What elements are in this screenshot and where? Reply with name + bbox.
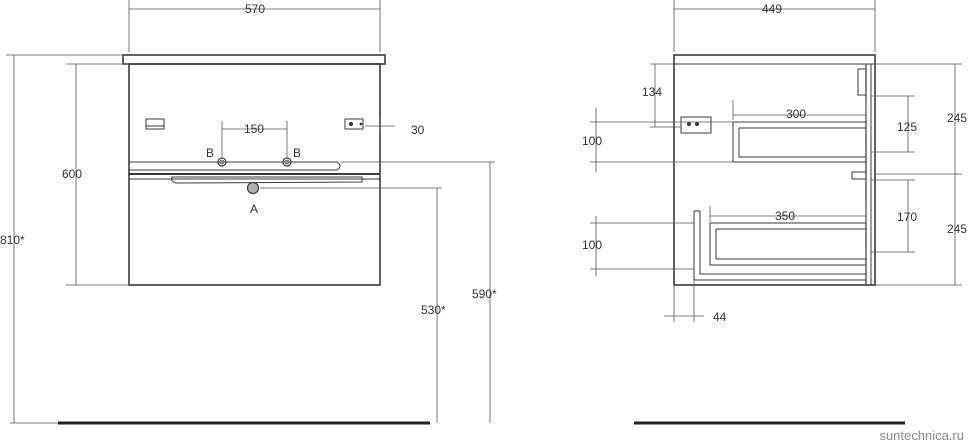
front-bracket-right-dot (348, 121, 354, 127)
label-height-810: 810* (0, 233, 25, 247)
side-cabinet-body (673, 54, 876, 286)
dim-upper-height-125 (871, 95, 915, 153)
side-bracket-dot (686, 121, 692, 127)
label-upper-depth-300: 300 (786, 107, 806, 121)
front-handle-recess (171, 176, 363, 184)
dim-height-530 (260, 187, 442, 423)
front-bracket-right-dot-2 (359, 122, 363, 126)
label-lower-height-170: 170 (897, 210, 917, 224)
dim-lower-gap-100 (590, 216, 694, 276)
label-handle-a: A (250, 202, 258, 216)
label-height-530: 530* (421, 303, 446, 317)
front-hole-b-right-inner (284, 159, 290, 165)
label-offset-30: 30 (411, 123, 425, 137)
side-lower-handle (851, 171, 867, 180)
side-view (590, 0, 962, 425)
side-upper-handle (857, 68, 867, 96)
side-bracket (680, 116, 712, 134)
front-countertop (122, 54, 386, 65)
dim-lower-height-170 (871, 179, 915, 253)
dim-upper-gap-100 (590, 108, 733, 172)
side-lower-drawer-inner (709, 222, 866, 266)
label-lower-gap-100: 100 (582, 238, 602, 252)
dim-height-810 (6, 54, 123, 423)
front-inner-shelf (129, 161, 341, 171)
side-upper-drawer (732, 121, 866, 163)
dim-lower-depth-350 (709, 206, 867, 222)
label-hole-b-right: B (293, 146, 301, 160)
label-bottom-offset-44: 44 (713, 310, 727, 324)
front-bracket-right (344, 118, 364, 130)
front-view (6, 0, 495, 425)
label-upper-gap-100: 100 (582, 134, 602, 148)
label-hole-spacing-150: 150 (244, 122, 264, 136)
dim-top-offset-134 (650, 63, 681, 128)
side-bracket-dot-2 (694, 121, 700, 127)
front-handle-a-knob (246, 181, 260, 195)
label-depth-449: 449 (762, 2, 782, 16)
label-lower-depth-350: 350 (775, 209, 795, 223)
front-bracket-left (145, 118, 165, 130)
dim-hole-spacing-150 (221, 121, 288, 157)
label-hole-b-left: B (206, 146, 214, 160)
front-hole-b-left (217, 157, 227, 167)
dim-depth-449 (673, 0, 876, 52)
watermark: suntechnica.ru (879, 428, 964, 443)
dim-offset-30 (365, 118, 395, 134)
label-upper-height-125: 125 (897, 120, 917, 134)
dim-height-590 (340, 161, 495, 423)
label-width-570: 570 (245, 2, 265, 16)
dim-upper-section-245 (875, 63, 962, 175)
label-lower-section-245: 245 (947, 222, 967, 236)
dim-width-570 (128, 0, 381, 52)
label-top-offset-134: 134 (642, 85, 662, 99)
dim-bottom-offset-44 (664, 280, 704, 322)
dim-lower-section-245 (875, 174, 962, 286)
dim-height-600 (66, 63, 129, 286)
label-height-600: 600 (62, 167, 82, 181)
label-upper-section-245: 245 (947, 111, 967, 125)
front-hole-b-right (282, 157, 292, 167)
dim-upper-depth-300 (732, 100, 867, 120)
front-hole-b-left-inner (219, 159, 225, 165)
label-height-590: 590* (472, 287, 497, 301)
